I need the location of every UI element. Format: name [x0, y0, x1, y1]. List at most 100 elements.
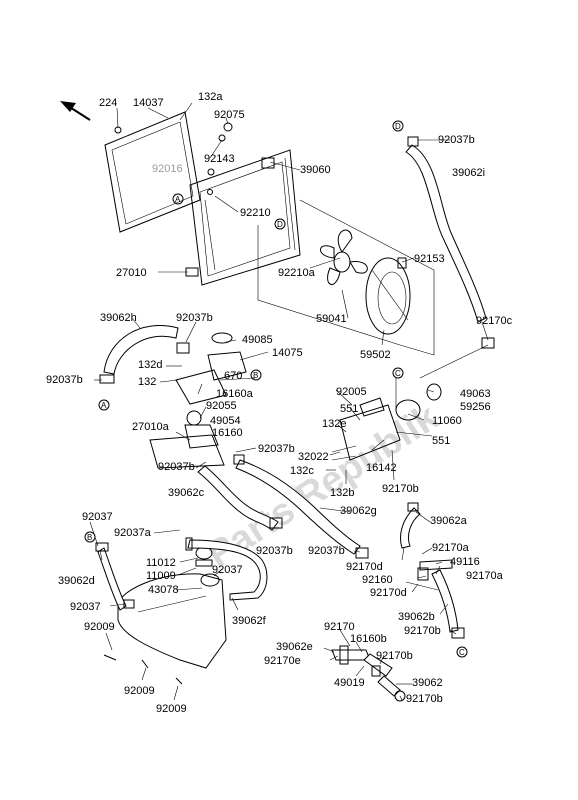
label-132a: 132a [198, 91, 223, 103]
callout-b-2: B [84, 531, 96, 543]
label-59502: 59502 [360, 349, 391, 361]
svg-text:B: B [253, 371, 258, 380]
label-92170: 92170 [324, 621, 355, 633]
label-92037: 92037 [82, 511, 113, 523]
hose-39062g [233, 454, 369, 559]
label-224: 224 [99, 97, 117, 109]
callout-c-2: C [456, 646, 468, 658]
callout-d-1: D [274, 218, 286, 230]
fan-shroud [365, 257, 411, 335]
svg-text:C: C [395, 369, 401, 378]
label-132d: 132d [138, 359, 162, 371]
label-49085: 49085 [242, 334, 273, 346]
label-92037b-d: 92037b [158, 461, 195, 473]
label-14037: 14037 [133, 97, 164, 109]
svg-text:B: B [87, 533, 92, 542]
label-92170a-b: 92170a [466, 570, 504, 582]
label-92009-a: 92009 [84, 621, 115, 633]
label-11060: 11060 [432, 415, 462, 427]
thermostat-housing [149, 332, 256, 469]
label-551-a: 551 [340, 403, 358, 415]
label-39062: 39062 [412, 677, 443, 689]
label-92037a: 92037a [114, 527, 152, 539]
hose-39062a [400, 502, 421, 549]
svg-text:A: A [175, 195, 181, 204]
label-39062c: 39062c [168, 487, 205, 499]
svg-text:D: D [395, 122, 401, 131]
hose-39062-bottom [371, 665, 406, 702]
label-92170b-b: 92170b [404, 625, 441, 637]
label-59041: 59041 [316, 313, 347, 325]
label-92037b-top: 92037b [438, 134, 475, 146]
svg-text:D: D [277, 220, 283, 229]
callout-d-2: D [392, 120, 404, 132]
label-49116: 49116 [450, 556, 480, 568]
label-92153: 92153 [414, 253, 445, 265]
label-92037-b: 92037 [212, 564, 243, 576]
label-43078: 43078 [148, 584, 179, 596]
hose-39062f [185, 537, 268, 601]
callout-a-1: A [172, 193, 184, 205]
hose-39062i [405, 136, 495, 349]
label-92016: 92016 [152, 163, 183, 175]
callout-a-2: A [98, 399, 110, 411]
label-59256: 59256 [460, 401, 491, 413]
label-39062d: 39062d [58, 575, 95, 587]
label-16142: 16142 [366, 462, 397, 474]
label-27010a: 27010a [132, 421, 170, 433]
callout-b-1: B [250, 369, 262, 381]
label-92037b-e: 92037b [256, 545, 293, 557]
label-132c: 132c [290, 465, 314, 477]
label-16160a: 16160a [216, 388, 254, 400]
bolts [103, 654, 183, 685]
label-132: 132 [138, 376, 156, 388]
label-49019: 49019 [334, 677, 365, 689]
label-39062f: 39062f [232, 615, 267, 627]
label-551-b: 551 [432, 435, 450, 447]
hose-39062h [99, 325, 190, 384]
svg-text:A: A [101, 401, 107, 410]
label-92160: 92160 [362, 574, 393, 586]
label-11012: 11012 [146, 557, 176, 569]
cooling-fan [320, 229, 368, 285]
label-39062a: 39062a [430, 515, 468, 527]
label-39062i: 39062i [452, 167, 485, 179]
front-arrow-icon [60, 101, 91, 121]
callout-c-1: C [392, 367, 404, 379]
label-16160b: 16160b [350, 633, 387, 645]
label-92037b-left: 92037b [46, 374, 83, 386]
label-11009: 11009 [146, 570, 176, 582]
radiator-assembly [104, 111, 301, 286]
label-132b: 132b [330, 487, 354, 499]
water-pump [331, 378, 442, 461]
label-92037-c: 92037 [70, 601, 101, 613]
label-92005: 92005 [336, 386, 367, 398]
label-92170e: 92170e [264, 655, 301, 667]
label-49063: 49063 [460, 388, 491, 400]
label-39062b: 39062b [398, 611, 435, 623]
label-92170b-mid: 92170b [382, 483, 419, 495]
label-92170d-a: 92170d [346, 561, 383, 573]
label-92075: 92075 [214, 109, 245, 121]
label-16160: 16160 [212, 427, 243, 439]
label-92170b-c: 92170b [376, 650, 413, 662]
hose-39062e [331, 645, 393, 677]
label-92210a: 92210a [278, 267, 316, 279]
hose-39062b [431, 569, 465, 639]
leader-lines [89, 102, 489, 701]
label-92170c: 92170c [476, 315, 513, 327]
label-39062g: 39062g [340, 505, 377, 517]
label-92170d-b: 92170d [370, 587, 407, 599]
pipe-49116 [405, 559, 453, 591]
svg-text:C: C [459, 648, 465, 657]
label-39062e: 39062e [276, 641, 313, 653]
label-670: 670 [224, 370, 242, 382]
fan-group-outline [257, 199, 435, 356]
label-92143: 92143 [204, 153, 235, 165]
label-132e: 132e [322, 418, 346, 430]
label-27010: 27010 [116, 267, 147, 279]
label-14075: 14075 [272, 347, 303, 359]
label-32022: 32022 [298, 451, 329, 463]
